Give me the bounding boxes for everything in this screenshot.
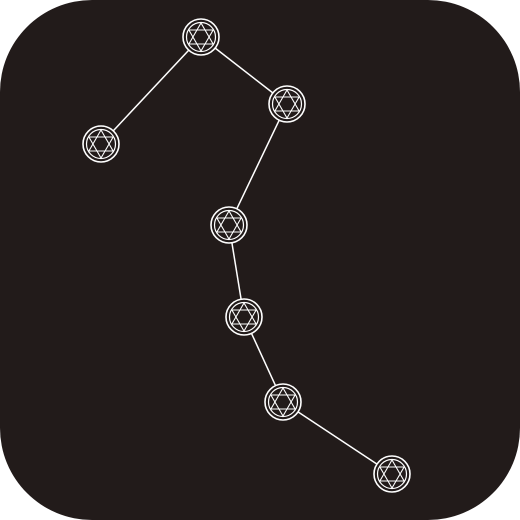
star-outer-ring xyxy=(182,18,220,56)
constellation-line-6 xyxy=(297,411,378,465)
star-triangle-up xyxy=(379,459,405,482)
star-outer-ring xyxy=(82,125,120,163)
hexagram-star-icon xyxy=(264,383,302,421)
star-triangle-up xyxy=(274,89,300,112)
star-outer-ring xyxy=(373,455,411,493)
star-triangle-down xyxy=(231,309,257,332)
star-triangle-up xyxy=(88,129,114,152)
hexagram-star-icon xyxy=(225,298,263,336)
constellation-lines xyxy=(112,47,378,465)
star-outer-ring xyxy=(268,85,306,123)
star-triangle-down xyxy=(88,136,114,159)
hexagram-star-icon xyxy=(268,85,306,123)
hexagram-star-icon xyxy=(210,206,248,244)
star-triangle-up xyxy=(188,22,214,45)
star-triangle-down xyxy=(379,466,405,489)
constellation-line-4 xyxy=(231,242,242,300)
constellation-line-3 xyxy=(236,119,280,210)
constellation-stars xyxy=(82,18,411,493)
star-triangle-up xyxy=(216,210,242,233)
constellation-line-5 xyxy=(250,333,277,386)
hexagram-star-icon xyxy=(182,18,220,56)
hexagram-star-icon xyxy=(82,125,120,163)
star-triangle-down xyxy=(216,217,242,240)
star-triangle-down xyxy=(274,96,300,119)
star-outer-ring xyxy=(264,383,302,421)
hexagram-star-icon xyxy=(373,455,411,493)
star-outer-ring xyxy=(225,298,263,336)
constellation-line-1 xyxy=(214,47,274,94)
star-outer-ring xyxy=(210,206,248,244)
star-triangle-down xyxy=(270,394,296,417)
constellation-line-2 xyxy=(112,49,190,132)
star-triangle-down xyxy=(188,29,214,52)
star-triangle-up xyxy=(231,302,257,325)
star-triangle-up xyxy=(270,387,296,410)
